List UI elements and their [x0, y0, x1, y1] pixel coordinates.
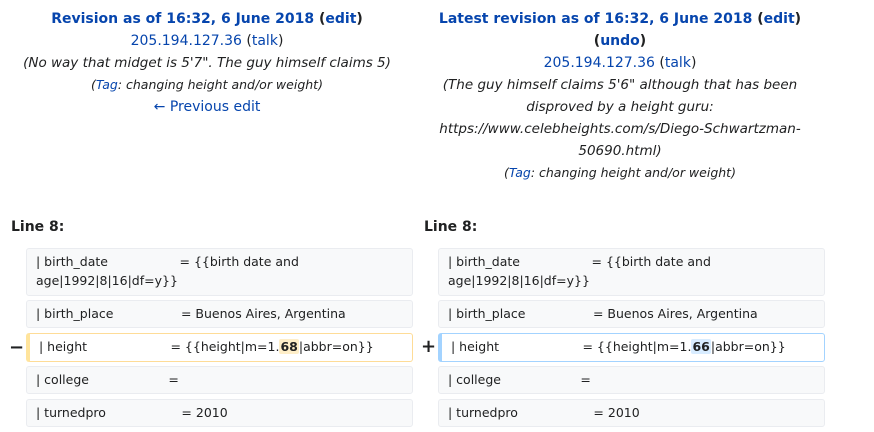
undo-line: (undo): [593, 33, 647, 49]
new-user-line: 205.194.127.36 (talk): [543, 55, 697, 71]
new-revision-header: Latest revision as of 16:32, 6 June 2018…: [414, 8, 826, 184]
deleted-word: 68: [279, 339, 299, 354]
minus-icon: −: [9, 337, 25, 358]
old-tag-line: (Tag: changing height and/or weight): [91, 77, 323, 92]
new-context-college: | college =: [438, 366, 825, 394]
old-revision-link[interactable]: Revision as of 16:32, 6 June 2018: [51, 11, 315, 27]
new-talk-link[interactable]: talk: [664, 55, 691, 71]
new-revision-link[interactable]: Latest revision as of 16:32, 6 June 2018: [438, 11, 753, 27]
new-tag-line: (Tag: changing height and/or weight): [504, 165, 736, 180]
new-tag-link[interactable]: Tag: [508, 165, 531, 180]
added-word: 66: [691, 339, 711, 354]
old-context-college: | college =: [26, 366, 413, 394]
new-revision-title: Latest revision as of 16:32, 6 June 2018…: [438, 11, 802, 27]
old-revision-header: Revision as of 16:32, 6 June 2018 (edit)…: [0, 8, 414, 118]
old-talk-link[interactable]: talk: [251, 33, 278, 49]
deleted-line-height: | height = {{height|m=1.68|abbr=on}}: [26, 333, 413, 362]
previous-edit-link[interactable]: ← Previous edit: [153, 99, 261, 115]
old-edit-link[interactable]: edit: [325, 11, 357, 27]
old-user-line: 205.194.127.36 (talk): [130, 33, 284, 49]
undo-link[interactable]: undo: [600, 33, 640, 49]
new-context-turnedpro: | turnedpro = 2010: [438, 399, 825, 427]
plus-icon: +: [421, 336, 437, 357]
new-edit-summary: (The guy himself claims 5'6" although th…: [439, 77, 801, 159]
new-line-number: Line 8:: [424, 219, 478, 235]
old-user-link[interactable]: 205.194.127.36: [130, 33, 242, 49]
new-context-birth-place: | birth_place = Buenos Aires, Argentina: [438, 300, 825, 328]
old-revision-title: Revision as of 16:32, 6 June 2018 (edit): [51, 11, 363, 27]
old-edit-summary: (No way that midget is 5'7". The guy him…: [23, 55, 391, 71]
new-edit-link[interactable]: edit: [763, 11, 795, 27]
added-line-height: | height = {{height|m=1.66|abbr=on}}: [438, 333, 825, 362]
old-context-birth-place: | birth_place = Buenos Aires, Argentina: [26, 300, 413, 328]
old-line-number: Line 8:: [11, 219, 65, 235]
old-context-turnedpro: | turnedpro = 2010: [26, 399, 413, 427]
old-tag-link[interactable]: Tag: [95, 77, 118, 92]
new-user-link[interactable]: 205.194.127.36: [543, 55, 655, 71]
